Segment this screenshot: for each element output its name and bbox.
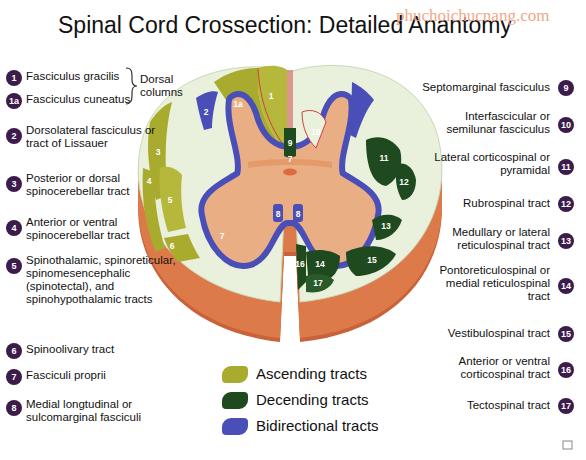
gray-matter [204, 97, 375, 263]
callout-number: 17 [313, 278, 322, 288]
callout-number: 10 [311, 127, 320, 137]
tract-name: Medullary or lateral reticulospinal trac… [430, 226, 550, 252]
callout-number: 5 [168, 195, 173, 205]
callout-number: 10 [558, 117, 574, 133]
tract-name: Anterior or ventral corticospinal tract [425, 355, 550, 381]
central-canal [283, 169, 297, 176]
fasciculi-proprii [204, 97, 375, 263]
tract-name: Vestibulospinal tract [410, 327, 550, 340]
callout-number: 5 [6, 258, 22, 274]
lissauer-tract [196, 91, 218, 130]
tract-name: Fasciculi proprii [26, 369, 176, 382]
interfascicular-fasciculus [302, 110, 326, 148]
callout-number: 16 [558, 362, 574, 378]
callout-number: 2 [204, 107, 209, 117]
tract-name: Dorsolateral fasciculus or tract of Liss… [26, 124, 176, 150]
callout-number: 4 [6, 220, 22, 236]
legend-text: Bidirectional tracts [256, 417, 379, 434]
legend-text: Decending tracts [256, 391, 369, 408]
tract-name: Rubrospinal tract [430, 197, 550, 210]
callout-number: 7 [6, 369, 22, 385]
tract-name: Fasciculus cuneatus [26, 93, 136, 106]
callout-number: 15 [558, 326, 574, 342]
callout-number: 8 [6, 400, 22, 416]
group-label: Dorsal columns [140, 73, 190, 99]
callout-number: 11 [380, 153, 389, 163]
callout-number: 6 [6, 343, 22, 359]
sulcomarginal-fasciculus [293, 204, 303, 222]
callout-number: 12 [558, 196, 574, 212]
callout-number: 8 [276, 209, 281, 219]
tract-name: Fasciculus gracilis [26, 70, 136, 83]
spinothalamic-tract [159, 167, 186, 232]
callout-number: 14 [315, 259, 324, 269]
callout-number: 12 [399, 177, 408, 187]
callout-number: 1 [269, 91, 274, 101]
tract-name: Anterior or ventral spinocerebellar trac… [26, 216, 166, 242]
callout-number: 15 [367, 255, 376, 265]
tract-name: Septomarginal fasciculus [380, 81, 550, 94]
tract-name: Medial longtudinal or sulcomarginal fasc… [26, 398, 166, 424]
callout-number: 4 [147, 176, 152, 186]
sulcomarginal-fasciculus [273, 204, 283, 222]
callout-number: 1a [6, 93, 22, 109]
tract-name: Lateral corticospinal or pyramidal [430, 151, 550, 177]
legend-swatch [222, 392, 248, 409]
tract-name: Spinoolivary tract [26, 343, 176, 356]
callout-number: 6 [170, 241, 175, 251]
legend-swatch [222, 418, 248, 435]
vestibulospinal-tract [346, 246, 396, 276]
ventral-corticospinal-tract [296, 244, 306, 290]
rubrospinal-tract [396, 164, 416, 200]
callout-number: 8 [296, 209, 301, 219]
callout-number: 17 [558, 398, 574, 414]
tract-name: Interfascicular or semilunar fasciculus [430, 110, 550, 136]
callout-number: 13 [381, 221, 390, 231]
legend-text: Ascending tracts [256, 365, 367, 382]
tract-name: Tectospinal tract [410, 399, 550, 412]
septomarginal-fasciculus [284, 128, 296, 158]
callout-number: 13 [558, 233, 574, 249]
callout-number: 9 [288, 138, 293, 148]
tract-name: Pontoreticulospinal or medial reticulosp… [425, 264, 550, 303]
callout-number: 9 [558, 80, 574, 96]
white-matter [138, 65, 442, 302]
watermark: phuchoichucnang.com [396, 6, 549, 26]
callout-number: 14 [558, 278, 574, 294]
callout-number: 7 [220, 231, 225, 241]
tract-name: Posterior or dorsal spinocerebellar trac… [26, 172, 166, 198]
callout-number: 11 [558, 159, 574, 175]
legend-swatch [222, 366, 248, 383]
median-septum [287, 70, 293, 150]
corner-mark [563, 441, 572, 449]
callout-number: 3 [156, 147, 161, 157]
lateral-reticulospinal-tract [372, 215, 402, 240]
callout-number: 7 [288, 154, 293, 164]
callout-number: 1a [233, 99, 242, 109]
tract-name: Spinothalamic, spinoreticular, spinomese… [26, 254, 186, 306]
tectospinal-tract [306, 274, 334, 293]
callout-number: 3 [6, 176, 22, 192]
callout-number: 16 [295, 259, 304, 269]
callout-number: 2 [6, 128, 22, 144]
callout-number: 1 [6, 70, 22, 86]
